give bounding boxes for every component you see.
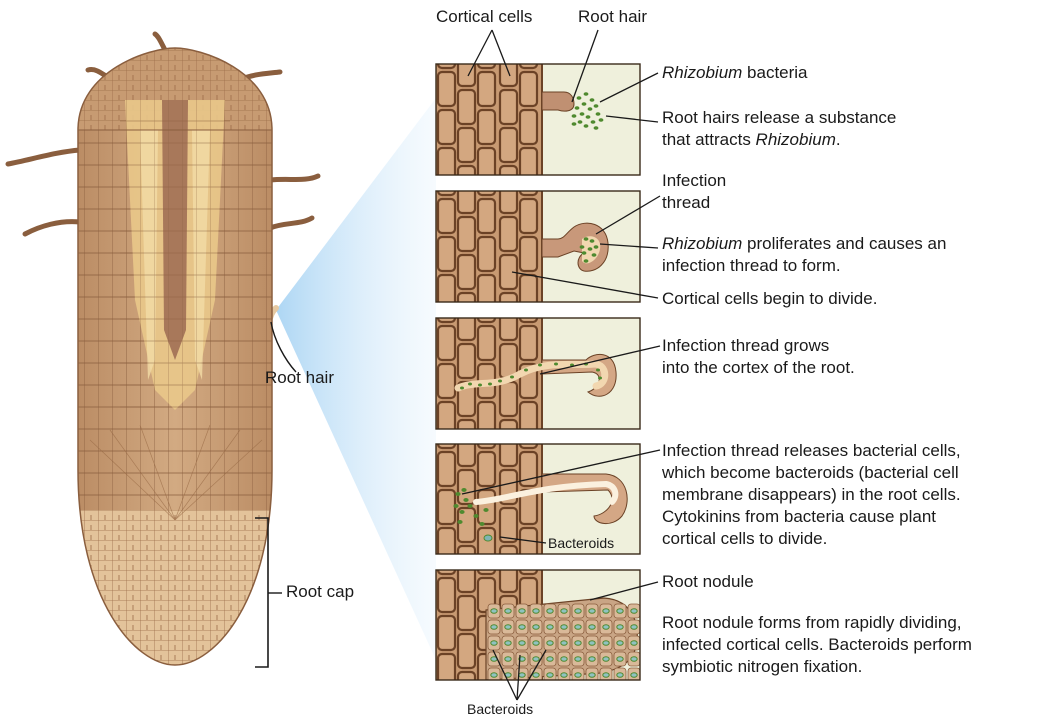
bacteroids-label-panel4: Bacteroids bbox=[548, 534, 614, 552]
panel4-desc-line3: membrane disappears) in the root cells. bbox=[662, 484, 961, 506]
panel4-desc-line5: cortical cells to divide. bbox=[662, 528, 961, 550]
panel3-desc-line2: into the cortex of the root. bbox=[662, 357, 855, 379]
bacterium bbox=[584, 92, 589, 96]
panel5-desc-line2: infected cortical cells. Bacteroids perf… bbox=[662, 634, 972, 656]
bacterium bbox=[590, 239, 595, 243]
bacterium bbox=[460, 387, 464, 390]
bacterium bbox=[591, 120, 596, 124]
bacterium bbox=[461, 488, 466, 492]
bacterium bbox=[580, 245, 585, 249]
panel2-description: Rhizobium proliferates and causes an inf… bbox=[662, 233, 946, 277]
rhizobium-bacteria-label: Rhizobium bacteria bbox=[662, 62, 808, 84]
panel4-desc-line4: Cytokinins from bacteria cause plant bbox=[662, 506, 961, 528]
bacterium bbox=[582, 102, 587, 106]
bacterium bbox=[510, 376, 514, 379]
panel1-desc-line1: Root hairs release a substance bbox=[662, 107, 896, 129]
panel-4 bbox=[436, 414, 640, 580]
bacterium bbox=[590, 98, 595, 102]
bacterium bbox=[457, 520, 462, 524]
bacterium bbox=[498, 380, 502, 383]
infection-thread-label: Infection thread bbox=[662, 170, 726, 214]
bacterium bbox=[584, 259, 589, 263]
bacterium bbox=[479, 522, 484, 526]
panel4-desc-line2: which become bacteroids (bacterial cell bbox=[662, 462, 961, 484]
bacterium bbox=[594, 104, 599, 108]
bacterium bbox=[584, 124, 589, 128]
bacterium bbox=[586, 115, 591, 119]
bacterium bbox=[538, 364, 542, 367]
bacterium bbox=[598, 377, 602, 380]
bacterium bbox=[463, 498, 468, 502]
panel4-desc-line1: Infection thread releases bacterial cell… bbox=[662, 440, 961, 462]
infection-thread-label-line2: thread bbox=[662, 192, 726, 214]
bacterium bbox=[473, 514, 478, 518]
bacterium bbox=[588, 107, 593, 111]
bacterium bbox=[588, 247, 593, 251]
bacterium bbox=[572, 122, 577, 126]
root-hair-label-left: Root hair bbox=[265, 367, 334, 389]
bacterium bbox=[580, 112, 585, 116]
panel3-description: Infection thread grows into the cortex o… bbox=[662, 335, 855, 379]
bacterium bbox=[575, 106, 580, 110]
bacterium bbox=[594, 126, 599, 130]
bacterium bbox=[554, 363, 558, 366]
bacterium bbox=[596, 112, 601, 116]
panel3-desc-line1: Infection thread grows bbox=[662, 335, 855, 357]
panel5-description: Root nodule forms from rapidly dividing,… bbox=[662, 612, 972, 678]
panel1-description: Root hairs release a substance that attr… bbox=[662, 107, 896, 151]
bacterium bbox=[594, 245, 599, 249]
root-cap-label: Root cap bbox=[286, 581, 354, 603]
bacterium bbox=[488, 383, 492, 386]
bacterium bbox=[599, 118, 604, 122]
cortical-cells-label: Cortical cells bbox=[436, 6, 532, 28]
root-hair-label-top: Root hair bbox=[578, 6, 647, 28]
panel5-desc-line3: symbiotic nitrogen fixation. bbox=[662, 656, 972, 678]
root-nodule-label: Root nodule bbox=[662, 571, 754, 593]
panel2-desc-line1: Rhizobium proliferates and causes an bbox=[662, 233, 946, 255]
bacterium bbox=[577, 96, 582, 100]
infection-thread-label-line1: Infection bbox=[662, 170, 726, 192]
panel4-description: Infection thread releases bacterial cell… bbox=[662, 440, 961, 550]
bacterium bbox=[584, 237, 589, 241]
bacterium bbox=[455, 492, 460, 496]
panel1-desc-line2: that attracts Rhizobium. bbox=[662, 129, 896, 151]
bacterium bbox=[578, 120, 583, 124]
bacterium bbox=[483, 508, 488, 512]
bacterium bbox=[592, 253, 597, 257]
bacterium bbox=[468, 383, 472, 386]
cortical-divide-label: Cortical cells begin to divide. bbox=[662, 288, 877, 310]
root-illustration bbox=[8, 34, 318, 680]
bacterium bbox=[453, 504, 458, 508]
panels bbox=[436, 34, 640, 706]
panel-5 bbox=[436, 540, 640, 706]
bacterium bbox=[478, 384, 482, 387]
bacterium bbox=[524, 369, 528, 372]
bacterium bbox=[582, 251, 587, 255]
panel2-desc-line2: infection thread to form. bbox=[662, 255, 946, 277]
bacterium bbox=[459, 510, 464, 514]
bacterium bbox=[572, 114, 577, 118]
bacterium bbox=[467, 504, 472, 508]
panel5-desc-line1: Root nodule forms from rapidly dividing, bbox=[662, 612, 972, 634]
bacteroids-label-bottom: Bacteroids bbox=[467, 700, 533, 718]
bacterium bbox=[596, 369, 600, 372]
